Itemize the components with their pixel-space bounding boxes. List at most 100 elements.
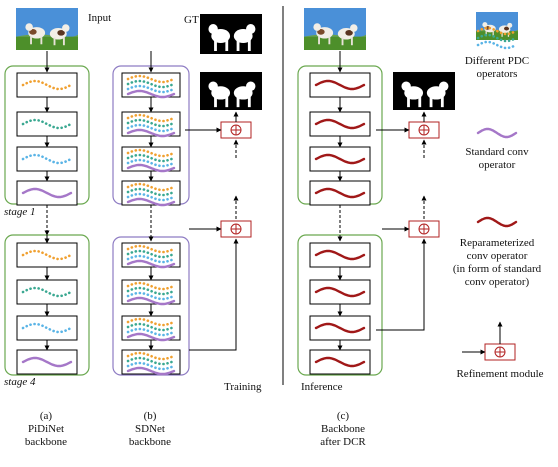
op-b-s4-3 xyxy=(121,315,181,342)
pred-mask-training-use xyxy=(200,72,262,110)
op-b-s1-2 xyxy=(121,111,181,138)
refine-train-2 xyxy=(220,220,252,238)
pdc-blue-wave xyxy=(21,153,73,165)
legend-conv-line2: operator xyxy=(478,159,516,171)
feed-train-stage4 xyxy=(189,238,239,351)
feed-inf-stage4 xyxy=(376,238,427,331)
pred-mask-inference-use xyxy=(393,72,455,110)
inference-input-photo xyxy=(304,8,366,51)
refine-train-1 xyxy=(220,121,252,139)
op-b-s4-1 xyxy=(121,242,181,269)
pdc-blue-wave xyxy=(126,291,176,301)
rep-red-wave xyxy=(314,356,366,368)
op-c-s1-3 xyxy=(309,146,371,172)
pdc-orange-wave xyxy=(126,113,176,123)
caption-c-tag: (c) xyxy=(336,410,350,422)
op-c-s1-4 xyxy=(309,180,371,206)
conv-purple-wave xyxy=(126,197,176,207)
input-photo xyxy=(16,8,78,51)
conv-purple-wave xyxy=(126,163,176,173)
stage-4-label: stage 4 xyxy=(4,376,36,388)
pdc-orange-wave xyxy=(126,148,176,158)
conv-purple-wave xyxy=(126,259,176,269)
op-c-s4-1 xyxy=(309,242,371,268)
op-a-s4-4 xyxy=(16,349,78,375)
pdc-teal-wave xyxy=(21,286,73,298)
conv-purple-wave xyxy=(126,296,176,306)
legend-rep-line1: Reparameterized xyxy=(459,237,535,249)
input-label: Input xyxy=(88,12,112,24)
op-b-s1-4 xyxy=(121,180,181,207)
conv-purple-wave xyxy=(126,128,176,138)
refine-inf-1 xyxy=(408,121,440,139)
pdc-blue-wave xyxy=(126,361,176,371)
pdc-blue-wave xyxy=(126,327,176,337)
pdc-orange-wave xyxy=(21,249,73,261)
pdc-teal-wave xyxy=(21,118,73,130)
pdc-blue-wave xyxy=(126,123,176,133)
op-b-s4-2 xyxy=(121,279,181,306)
caption-c-line1: Backbone xyxy=(321,423,365,435)
pdc-teal-wave xyxy=(126,249,176,259)
rep-red-wave xyxy=(314,187,366,199)
op-a-s4-3 xyxy=(16,315,78,341)
conv-purple-wave xyxy=(126,332,176,342)
rep-red-wave xyxy=(314,249,366,261)
pdc-teal-wave xyxy=(126,118,176,128)
pdc-teal-wave xyxy=(126,153,176,163)
op-c-s1-2 xyxy=(309,111,371,137)
gt-label: GT xyxy=(184,14,199,26)
op-b-s1-1 xyxy=(121,72,181,99)
input-photo-use xyxy=(16,8,78,51)
op-a-s4-2 xyxy=(16,279,78,305)
op-a-s1-1 xyxy=(16,72,78,98)
rep-red-wave xyxy=(314,322,366,334)
gt-mask-use xyxy=(200,14,262,54)
rep-red-wave xyxy=(314,118,366,130)
caption-b-line1: SDNet xyxy=(135,423,165,435)
caption-c-line2: after DCR xyxy=(320,436,366,448)
legend-pdc-line2: operators xyxy=(476,68,518,80)
op-a-s1-2 xyxy=(16,111,78,137)
pdc-orange-wave xyxy=(126,74,176,84)
rep-red-wave xyxy=(314,153,366,165)
conv-purple-wave xyxy=(126,366,176,376)
pdc-blue-wave xyxy=(126,84,176,94)
rep-red-wave xyxy=(314,286,366,298)
pdc-teal-wave xyxy=(126,356,176,366)
op-c-s1-1 xyxy=(309,72,371,98)
stage-1-label: stage 1 xyxy=(4,206,36,218)
gt-mask xyxy=(200,14,262,54)
inference-input-photo-use xyxy=(304,8,366,51)
pdc-orange-wave xyxy=(126,182,176,192)
legend-rep-wave xyxy=(476,216,518,228)
training-label: Training xyxy=(224,381,262,393)
pdc-orange-wave xyxy=(21,79,73,91)
legend-pdc-line1: Different PDC xyxy=(464,55,530,67)
op-a-s4-1 xyxy=(16,242,78,268)
legend-pdc-blue xyxy=(476,40,518,50)
legend-rep-line4: conv operator) xyxy=(464,276,530,288)
legend-refine-label: Refinement module xyxy=(456,368,544,380)
legend-pdc-teal xyxy=(476,33,518,43)
pdc-orange-wave xyxy=(126,317,176,327)
pdc-teal-wave xyxy=(126,79,176,89)
pdc-teal-wave xyxy=(126,187,176,197)
pdc-orange-wave xyxy=(126,281,176,291)
legend-conv-line1: Standard conv xyxy=(465,146,529,158)
pdc-orange-wave xyxy=(126,351,176,361)
op-c-s4-3 xyxy=(309,315,371,341)
inference-label: Inference xyxy=(301,381,343,393)
op-b-s4-4 xyxy=(121,349,181,376)
pdc-orange-wave xyxy=(126,244,176,254)
legend-rep-line2: conv operator xyxy=(466,250,528,262)
pdc-teal-wave xyxy=(126,322,176,332)
pdc-blue-wave xyxy=(21,322,73,334)
op-a-s1-4 xyxy=(16,180,78,206)
caption-b-line2: backbone xyxy=(128,436,172,448)
conv-purple-wave xyxy=(21,187,73,199)
pdc-teal-wave xyxy=(126,286,176,296)
rep-red-wave xyxy=(314,79,366,91)
